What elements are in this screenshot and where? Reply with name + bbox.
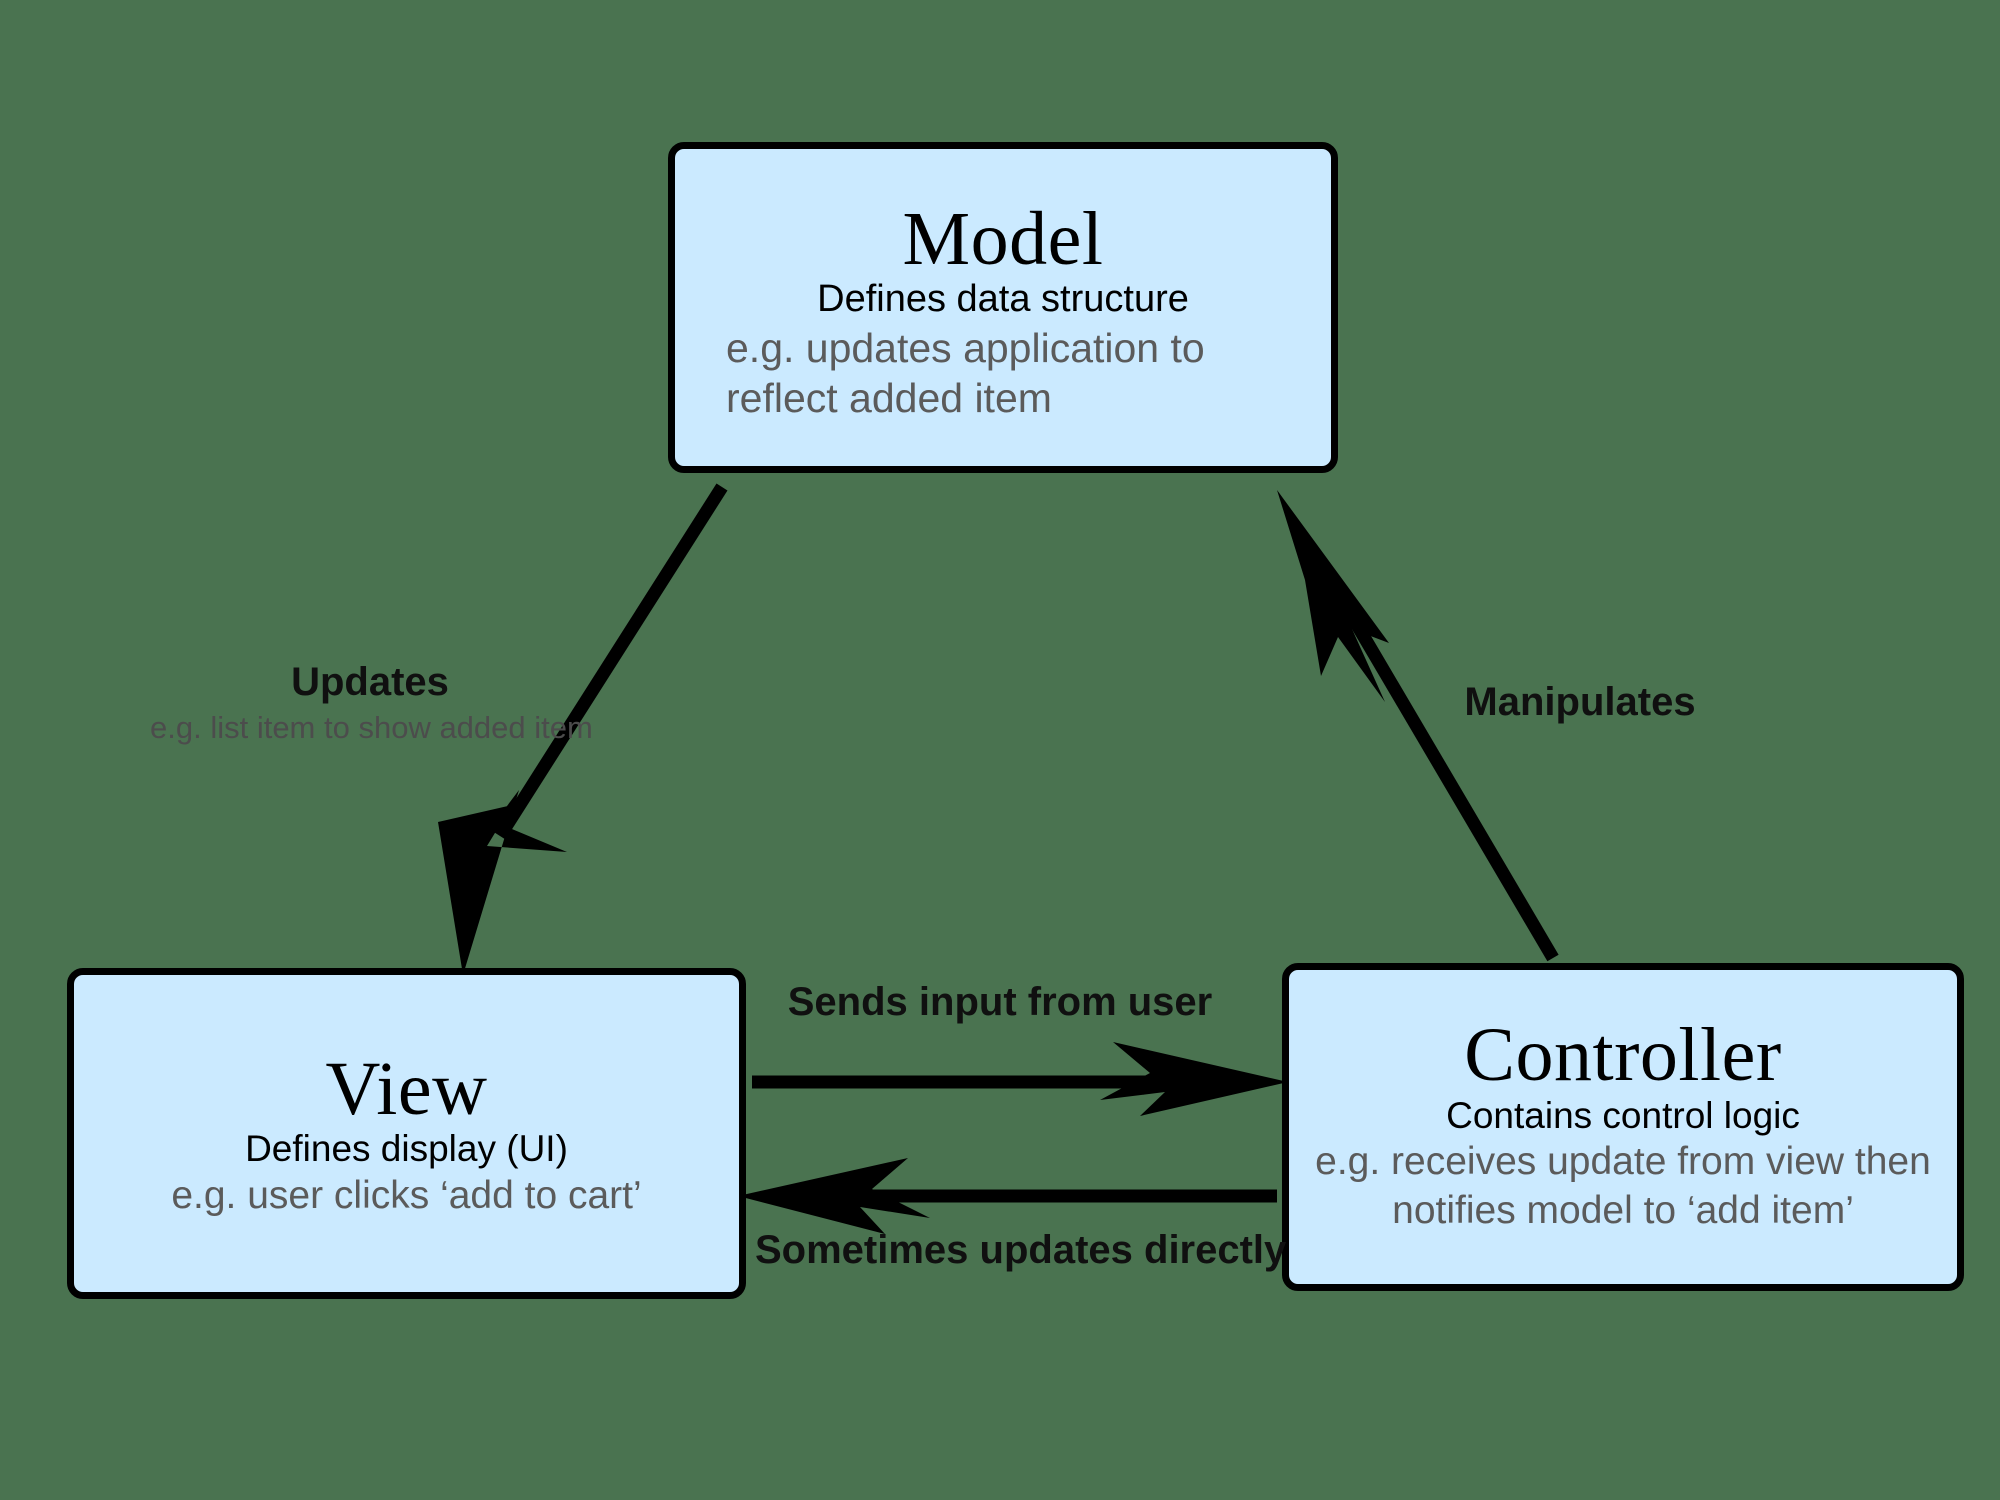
edge-label-updates-sub: e.g. list item to show added item: [150, 710, 593, 745]
edge-label-updates-main: Updates: [291, 660, 449, 704]
node-model-title: Model: [902, 196, 1104, 281]
arrow-view-to-controller: [752, 1042, 1288, 1116]
node-view-note: e.g. user clicks ‘add to cart’: [171, 1173, 642, 1217]
edge-label-manipulates-main: Manipulates: [1464, 680, 1696, 724]
node-model-note: e.g. updates application to reflect adde…: [726, 324, 1205, 421]
node-view-subtitle: Defines display (UI): [245, 1128, 568, 1170]
arrow-controller-to-model: [1277, 490, 1559, 962]
node-controller-note: e.g. receives update from view then noti…: [1315, 1140, 1931, 1232]
edge-label-sometimes-updates: Sometimes updates directly: [755, 1228, 1287, 1272]
node-view[interactable]: View Defines display (UI) e.g. user clic…: [67, 968, 746, 1299]
edge-label-sometimes-updates-main: Sometimes updates directly: [755, 1228, 1287, 1272]
node-model[interactable]: Model Defines data structure e.g. update…: [668, 142, 1338, 473]
node-view-title: View: [325, 1046, 488, 1131]
node-controller-title: Controller: [1464, 1013, 1782, 1098]
node-model-subtitle: Defines data structure: [817, 278, 1189, 321]
edge-label-sends-input-main: Sends input from user: [787, 980, 1213, 1024]
edge-label-updates: Updates e.g. list item to show added ite…: [150, 660, 593, 745]
node-controller-subtitle: Contains control logic: [1446, 1094, 1800, 1136]
arrow-controller-to-view: [738, 1158, 1277, 1234]
edge-label-sends-input: Sends input from user: [770, 980, 1230, 1024]
node-controller[interactable]: Controller Contains control logic e.g. r…: [1282, 963, 1964, 1291]
edge-label-manipulates: Manipulates: [1430, 680, 1730, 724]
